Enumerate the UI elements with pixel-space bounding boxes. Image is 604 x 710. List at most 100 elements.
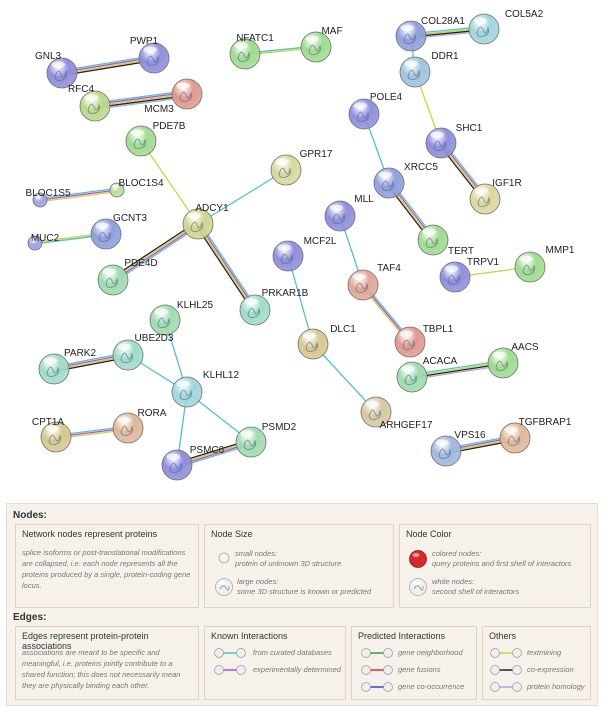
edges-desc-box: Edges represent protein-protein associat… [15, 626, 199, 700]
node-prkar1b[interactable]: PRKAR1B [239, 288, 309, 326]
node-col5a2[interactable]: COL5A2 [468, 9, 544, 45]
node-label: ACACA [423, 356, 458, 367]
node-pole4[interactable]: POLE4 [348, 92, 403, 130]
node-muc2[interactable]: MUC2 [27, 233, 60, 251]
edge-gnl3-pwp1[interactable] [61, 54, 155, 77]
key-node [490, 665, 500, 675]
edge-line-curated [411, 359, 503, 376]
node-mmp1[interactable]: MMP1 [514, 245, 575, 283]
structure-icon [98, 231, 111, 243]
node-mcm3[interactable]: MCM3 [144, 78, 203, 115]
node-bloc1s5[interactable]: BLOC1S5 [25, 188, 71, 208]
node-vps16[interactable]: VPS16 [430, 430, 486, 467]
node-rfc4[interactable]: RFC4 [68, 84, 111, 122]
structure-icon [305, 341, 318, 353]
node-label: PDE4D [124, 258, 157, 269]
node-label: IGF1R [492, 178, 521, 189]
node-ddr1[interactable]: DDR1 [399, 51, 459, 88]
node-trpv1[interactable]: TRPV1 [439, 257, 500, 293]
node-nfatc1[interactable]: NFATC1 [229, 33, 274, 70]
node-label: MMP1 [546, 245, 575, 256]
node-highlight [400, 24, 414, 32]
node-gpr17[interactable]: GPR17 [270, 149, 333, 186]
node-color-title: Node Color [406, 529, 452, 539]
node-pde7b[interactable]: PDE7B [125, 121, 186, 157]
edge-adcy1-pde4d[interactable] [111, 221, 200, 283]
node-maf[interactable]: MAF [300, 26, 343, 63]
network-nodes-box: Network nodes represent proteins splice … [15, 524, 199, 608]
node-park2[interactable]: PARK2 [38, 348, 96, 385]
node-highlight [492, 351, 506, 359]
node-gnl3[interactable]: GNL3 [35, 51, 78, 89]
node-klhl25[interactable]: KLHL25 [149, 300, 214, 336]
node-highlight [305, 35, 319, 43]
white-node-desc: second shell of interactors [432, 587, 520, 596]
node-label: GCNT3 [113, 213, 147, 224]
node-adcy1[interactable]: ADCY1 [182, 203, 229, 240]
node-psmc6[interactable]: PSMC6 [161, 445, 225, 481]
node-highlight [404, 60, 418, 68]
node-highlight [244, 298, 258, 306]
key-node [490, 648, 500, 658]
node-pwp1[interactable]: PWP1 [130, 36, 170, 74]
large-node-label: large nodes: [237, 577, 279, 586]
edge-line-experimental [39, 189, 118, 201]
node-highlight [30, 237, 37, 241]
node-psmd2[interactable]: PSMD2 [235, 422, 297, 458]
node-label: VPS16 [454, 430, 486, 441]
cooccurrence-edge-icon [361, 682, 393, 692]
node-igf1r[interactable]: IGF1R [469, 178, 522, 215]
others-title: Others [489, 631, 517, 641]
node-ube2d3[interactable]: UBE2D3 [112, 333, 174, 371]
node-label: ADCY1 [195, 203, 229, 214]
node-taf4[interactable]: TAF4 [347, 263, 401, 301]
edge-bloc1s5-bloc1s4[interactable] [39, 187, 118, 203]
node-label: PARK2 [64, 348, 96, 359]
neighborhood-edge-icon [361, 648, 393, 658]
network-nodes-title: Network nodes represent proteins [22, 529, 158, 539]
edge-adcy1-prkar1b[interactable] [195, 222, 258, 312]
legend-panel: Nodes: Network nodes represent proteins … [6, 503, 598, 706]
node-col28a1[interactable]: COL28A1 [395, 16, 465, 52]
edge-gpr17-adcy1[interactable] [197, 169, 287, 225]
node-color-box: Node Color colored nodes: query proteins… [399, 524, 591, 608]
node-cpt1a[interactable]: CPT1A [32, 417, 72, 453]
node-mcf2l[interactable]: MCF2L [272, 236, 337, 272]
structure-icon [190, 221, 203, 233]
node-label: PDE7B [153, 121, 186, 132]
key-node [490, 682, 500, 692]
edge-rfc4-mcm3[interactable] [94, 90, 188, 110]
node-highlight [353, 102, 367, 110]
node-aacs[interactable]: AACS [487, 342, 539, 379]
node-klhl12[interactable]: KLHL12 [171, 370, 240, 408]
textmining-edge-icon [490, 648, 522, 658]
node-gcnt3[interactable]: GCNT3 [90, 213, 147, 250]
key-node [236, 665, 246, 675]
node-tbpl1[interactable]: TBPL1 [394, 324, 454, 358]
edges-desc-text: associations are meant to be specific an… [22, 648, 181, 690]
node-highlight [430, 131, 444, 139]
node-rora[interactable]: RORA [112, 408, 167, 444]
edge-line-experimental [61, 56, 154, 73]
node-xrcc5[interactable]: XRCC5 [373, 162, 438, 199]
node-tert[interactable]: TERT [417, 224, 474, 257]
edge-pde7b-adcy1[interactable] [140, 140, 199, 225]
structure-icon [237, 51, 250, 63]
node-arhgef17[interactable]: ARHGEF17 [360, 396, 433, 431]
experimental-label: experimentally determined [253, 665, 341, 674]
edge-dlc1-arhgef17[interactable] [312, 343, 377, 413]
node-tgfbrap1[interactable]: TGFBRAP1 [499, 417, 572, 454]
key-node [214, 665, 224, 675]
key-node [361, 682, 371, 692]
node-pde4d[interactable]: PDE4D [97, 258, 158, 296]
structure-icon [507, 435, 520, 447]
node-shc1[interactable]: SHC1 [425, 123, 483, 159]
node-mll[interactable]: MLL [324, 194, 374, 232]
white-node-icon [409, 578, 427, 596]
node-acaca[interactable]: ACACA [396, 356, 458, 393]
node-dlc1[interactable]: DLC1 [297, 324, 356, 360]
node-highlight [112, 184, 119, 188]
node-label: BLOC1S4 [118, 178, 163, 189]
node-bloc1s4[interactable]: BLOC1S4 [109, 178, 164, 198]
structure-icon [105, 277, 118, 289]
